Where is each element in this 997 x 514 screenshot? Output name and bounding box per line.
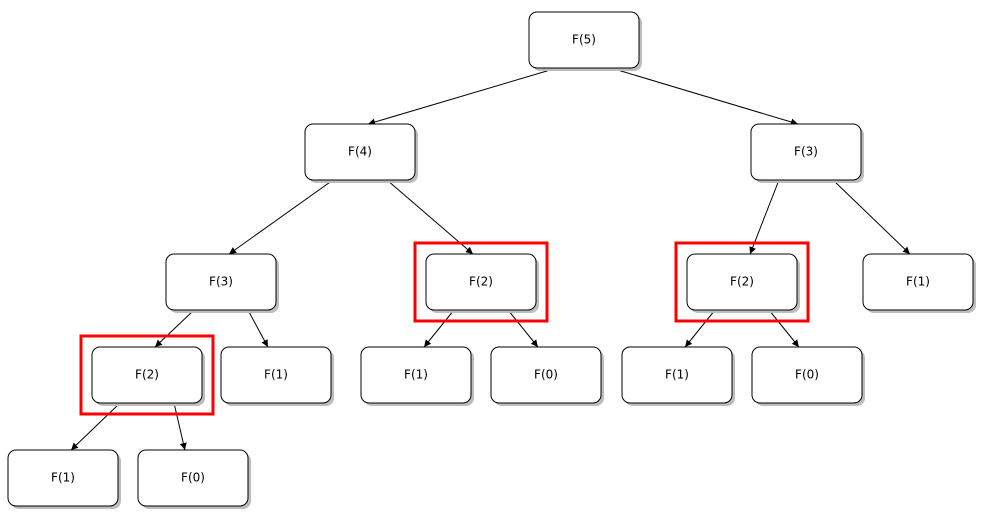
edge-n3l-n2l — [154, 309, 195, 348]
node-label: F(2) — [730, 275, 754, 289]
edge-arrow — [173, 402, 187, 451]
tree-node: F(0) — [490, 346, 604, 406]
edge-n2m-n0b — [507, 309, 539, 348]
repeated-subproblem-highlight — [413, 241, 549, 323]
node-label: F(1) — [404, 368, 428, 382]
tree-node: F(3) — [750, 123, 864, 183]
edge-n2r-n1c — [684, 309, 716, 348]
repeated-subproblem-highlight — [79, 334, 215, 416]
edge-n2l-n0d — [173, 402, 187, 451]
edge-arrow — [423, 309, 455, 348]
node-box — [360, 346, 472, 404]
node-box — [7, 449, 119, 507]
edge-arrow — [832, 179, 911, 255]
tree-node: F(1) — [7, 449, 121, 509]
node-box — [304, 123, 416, 181]
edge-n2r-n0c — [768, 309, 800, 348]
node-label: F(1) — [906, 275, 930, 289]
node-label: F(1) — [665, 368, 689, 382]
tree-node: F(2) — [91, 346, 205, 406]
tree-node: F(1) — [360, 346, 474, 406]
highlight-layer — [79, 241, 810, 416]
node-box — [490, 346, 602, 404]
node-box — [425, 253, 537, 311]
tree-node: F(0) — [751, 346, 865, 406]
node-box — [750, 123, 862, 181]
node-label: F(2) — [135, 368, 159, 382]
edge-n3r-n1rr — [832, 179, 911, 255]
edge-arrow — [228, 179, 334, 255]
edge-arrow — [610, 67, 799, 126]
node-label: F(5) — [572, 33, 596, 47]
edge-arrow — [507, 309, 539, 348]
tree-node: F(1) — [862, 253, 976, 313]
edge-n2l-n1d — [70, 402, 121, 451]
node-box — [751, 346, 863, 404]
edge-n5-n4 — [367, 67, 558, 126]
node-label: F(0) — [795, 368, 819, 382]
edge-n5-n3r — [610, 67, 799, 126]
tree-node: F(2) — [425, 253, 539, 313]
node-label: F(0) — [534, 368, 558, 382]
node-label: F(1) — [264, 368, 288, 382]
node-box — [528, 11, 640, 69]
node-box — [165, 253, 277, 311]
edge-n2m-n1b — [423, 309, 455, 348]
node-box — [220, 346, 332, 404]
tree-node: F(0) — [137, 449, 251, 509]
node-label: F(3) — [794, 145, 818, 159]
edges-layer — [70, 67, 911, 451]
edge-arrow — [684, 309, 716, 348]
node-label: F(4) — [348, 145, 372, 159]
repeated-subproblem-highlight — [674, 241, 810, 323]
nodes-layer: F(5) F(4) F(3) F(3) F(2) F(2) F(1) F(2) F(1) F(1)… — [7, 11, 976, 509]
node-box — [686, 253, 798, 311]
node-box — [862, 253, 974, 311]
tree-node: F(4) — [304, 123, 418, 183]
edge-n4-n3l — [228, 179, 334, 255]
edge-n3l-n1a — [247, 309, 269, 348]
node-label: F(3) — [209, 275, 233, 289]
node-label: F(0) — [181, 471, 205, 485]
edge-arrow — [768, 309, 800, 348]
node-label: F(2) — [469, 275, 493, 289]
edge-arrow — [154, 309, 195, 348]
edge-arrow — [367, 67, 558, 126]
node-box — [137, 449, 249, 507]
node-box — [91, 346, 203, 404]
edge-arrow — [247, 309, 269, 348]
tree-node: F(2) — [686, 253, 800, 313]
tree-node: F(1) — [621, 346, 735, 406]
tree-node: F(3) — [165, 253, 279, 313]
edge-arrow — [70, 402, 121, 451]
node-label: F(1) — [51, 471, 75, 485]
tree-node: F(1) — [220, 346, 334, 406]
node-box — [621, 346, 733, 404]
tree-node: F(5) — [528, 11, 642, 71]
